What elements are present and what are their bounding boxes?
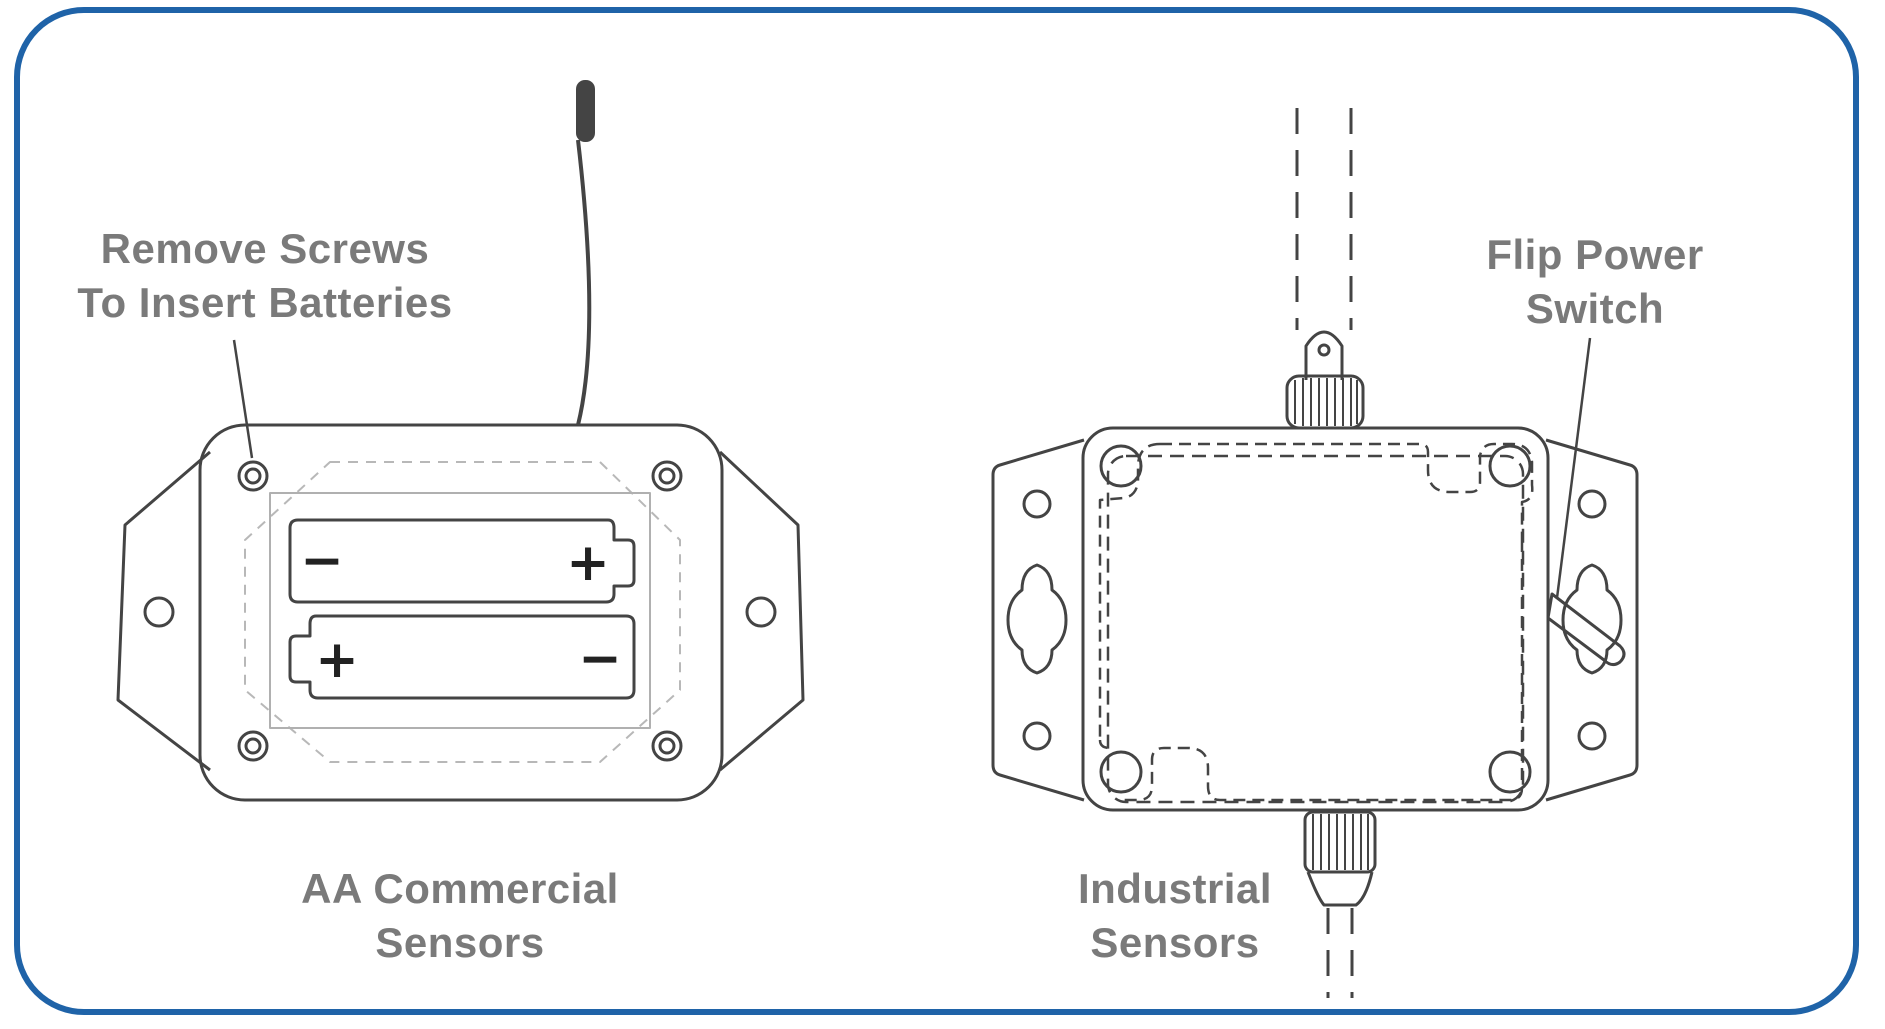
battery-tray <box>269 492 651 729</box>
battery-top-minus: − <box>300 531 344 591</box>
cable-tab-hole <box>1317 343 1331 357</box>
corner-hole <box>1488 444 1532 488</box>
screw-top-right <box>651 460 683 492</box>
screw-bottom-left <box>237 730 269 762</box>
screw-callout-leader <box>232 339 254 459</box>
corner-hole <box>1099 750 1143 794</box>
screw-callout-line1: Remove Screws <box>100 225 430 272</box>
switch-callout-leader <box>1555 337 1592 599</box>
antenna <box>576 80 595 426</box>
mount-hole <box>1022 489 1052 519</box>
mount-hole <box>1577 721 1607 751</box>
screw-bottom-right <box>651 730 683 762</box>
keyhole-slot-left <box>1006 563 1068 675</box>
inner-dashed-outline <box>244 461 681 763</box>
battery-top-plus: + <box>566 533 610 593</box>
cable-bottom-dashed <box>1326 908 1354 998</box>
industrial-caption: Industrial Sensors <box>1050 862 1300 970</box>
screw-callout-line2: To Insert Batteries <box>77 279 453 326</box>
battery-bottom-minus: − <box>578 629 622 689</box>
industrial-left-mount <box>991 438 1085 802</box>
mount-hole <box>1022 721 1052 751</box>
cable-gland-top <box>1285 374 1365 430</box>
corner-hole <box>1488 750 1532 794</box>
aa-caption-line2: Sensors <box>375 919 545 966</box>
aa-battery-top <box>288 518 636 604</box>
cable-tab <box>1304 330 1344 380</box>
industrial-sensor-housing <box>1081 426 1550 812</box>
switch-callout-line2: Switch <box>1525 285 1665 332</box>
aa-commercial-caption: AA Commercial Sensors <box>265 862 655 970</box>
power-switch <box>1546 592 1626 667</box>
industrial-caption-line1: Industrial <box>1077 865 1273 912</box>
mount-hole <box>1577 489 1607 519</box>
left-flange <box>116 450 211 772</box>
right-flange <box>718 450 805 772</box>
battery-bottom-plus: + <box>315 630 359 690</box>
lid-dashed-outline <box>1098 442 1534 804</box>
corner-hole <box>1099 444 1143 488</box>
right-flange-hole <box>745 596 777 628</box>
cable-gland-bottom <box>1303 810 1377 907</box>
aa-sensor-housing <box>198 423 724 802</box>
industrial-right-mount <box>1545 438 1639 802</box>
aa-battery-bottom <box>288 614 636 700</box>
aa-caption-line1: AA Commercial <box>301 865 619 912</box>
switch-callout-line1: Flip Power <box>1486 231 1704 278</box>
screw-top-left <box>237 460 269 492</box>
cable-top-dashed <box>1295 108 1353 330</box>
left-flange-hole <box>143 596 175 628</box>
screw-callout-label: Remove Screws To Insert Batteries <box>60 222 470 330</box>
industrial-caption-line2: Sensors <box>1090 919 1260 966</box>
switch-callout-label: Flip Power Switch <box>1440 228 1750 336</box>
diagram-frame <box>14 7 1859 1015</box>
keyhole-slot-right <box>1561 563 1623 675</box>
